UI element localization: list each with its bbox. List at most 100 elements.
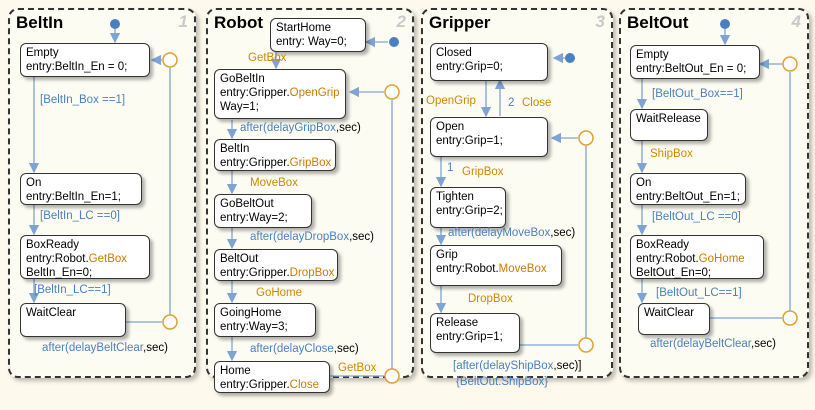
state-name: Open xyxy=(436,121,465,133)
state-name: WaitClear xyxy=(26,307,77,319)
state-name: BeltIn xyxy=(220,143,250,155)
transition-after: after(delayDropBox,sec) xyxy=(250,231,374,243)
state-waitclear[interactable]: WaitClear xyxy=(20,303,126,337)
entry-value: 0; xyxy=(337,36,347,48)
panel-number: 3 xyxy=(595,12,605,31)
entry-value: 0; xyxy=(117,61,128,73)
transition-after: after(delayBeltClear,sec) xyxy=(42,342,168,354)
state-name: BoxReady xyxy=(636,239,690,251)
state-name: GoBeltIn xyxy=(220,73,265,85)
state-name: GoingHome xyxy=(220,307,282,319)
entry-action: entry:BeltOut_En = xyxy=(636,63,737,75)
entry-value: 0; xyxy=(493,61,503,73)
panel-title: BeltOut xyxy=(627,13,689,32)
state-name: Home xyxy=(220,365,251,377)
transition-event: GripBox xyxy=(462,166,504,178)
panel-title: Gripper xyxy=(429,13,491,32)
entry-action: entry:BeltIn_En = xyxy=(26,61,118,73)
entry-action: entry:Grip= xyxy=(436,331,494,343)
event-call: GoHome xyxy=(698,253,745,265)
transition-event: ShipBox xyxy=(650,148,693,160)
entry-action: entry:Grip= xyxy=(436,61,494,73)
state-name: WaitClear xyxy=(644,307,695,319)
entry-action: entry: Way= xyxy=(276,36,338,48)
state-goinghome[interactable]: GoingHome entry:Way=3; xyxy=(214,303,316,337)
entry-action: entry:Robot. xyxy=(436,263,499,275)
entry-action: entry:Gripper. xyxy=(220,87,290,99)
state-name: BeltOut xyxy=(220,253,259,265)
state-boxready[interactable]: BoxReady entry:Robot.GetBox BeltIn_En=0; xyxy=(20,235,150,279)
transition-condition: [BeltOut_LC==1] xyxy=(656,287,742,299)
transition-event: GetBox xyxy=(338,362,377,374)
entry-action: Way= xyxy=(220,101,250,113)
state-on[interactable]: On entry:BeltOut_En=1; xyxy=(630,173,746,205)
transition-after: [after(delayShipBox,sec)] xyxy=(453,360,582,372)
state-name: Empty xyxy=(636,49,669,61)
transition-after: after(delayBeltClear,sec) xyxy=(650,338,776,350)
state-release[interactable]: Release entry:Grip=1; xyxy=(430,313,520,353)
state-name: BoxReady xyxy=(26,239,80,251)
entry-action: entry:BeltOut_En= xyxy=(636,191,731,203)
entry-value: 1; xyxy=(493,135,503,147)
transition-priority: 1 xyxy=(447,162,454,174)
transition-event: GoHome xyxy=(256,287,303,299)
entry-action: entry:Robot. xyxy=(636,253,699,265)
entry-action: entry:Way= xyxy=(220,321,279,333)
entry-action: entry:Grip= xyxy=(436,135,494,147)
transition-after: after(delayClose,sec) xyxy=(250,343,359,355)
state-open[interactable]: Open entry:Grip=1; xyxy=(430,117,548,157)
state-name: Release xyxy=(436,317,479,329)
state-name: Grip xyxy=(436,249,458,261)
entry-action: entry:Gripper. xyxy=(220,267,290,279)
state-starthome[interactable]: StartHome entry: Way=0; xyxy=(270,18,366,52)
state-empty[interactable]: Empty entry:BeltIn_En = 0; xyxy=(20,43,150,77)
transition-event: Close xyxy=(522,97,552,109)
state-gobeltin[interactable]: GoBeltIn entry:Gripper.OpenGrip Way=1; xyxy=(214,69,346,119)
state-name: Tighten xyxy=(436,191,474,203)
state-empty[interactable]: Empty entry:BeltOut_En = 0; xyxy=(630,45,760,79)
transition-condition: [BeltIn_LC==1] xyxy=(34,284,111,296)
entry-value: 1; xyxy=(249,101,259,113)
transition-condition: [BeltOut_LC ==0] xyxy=(652,211,741,223)
state-tighten[interactable]: Tighten entry:Grip=2; xyxy=(430,187,506,228)
state-name: StartHome xyxy=(276,22,331,34)
entry-value: 2; xyxy=(493,205,503,217)
state-name: On xyxy=(26,177,42,189)
entry-value: 1; xyxy=(493,331,503,343)
state-waitrelease[interactable]: WaitRelease xyxy=(630,109,708,141)
transition-after: after(delayGripBox,sec) xyxy=(240,122,361,134)
event-call: MoveBox xyxy=(498,263,547,275)
entry-action: BeltIn_En= xyxy=(26,267,83,279)
state-beltin[interactable]: BeltIn entry:Gripper.GripBox xyxy=(214,139,336,171)
state-closed[interactable]: Closed entry:Grip=0; xyxy=(430,43,548,81)
entry-value: 1; xyxy=(730,191,740,203)
transition-priority: 2 xyxy=(508,97,515,109)
entry-value: 1; xyxy=(111,191,121,203)
event-call: Close xyxy=(289,379,320,391)
state-grip[interactable]: Grip entry:Robot.MoveBox xyxy=(430,245,562,286)
state-name: WaitRelease xyxy=(636,113,701,125)
entry-action: entry:Grip= xyxy=(436,205,494,217)
entry-value: 0; xyxy=(736,63,747,75)
state-gobeltout[interactable]: GoBeltOut entry:Way=2; xyxy=(214,194,312,228)
entry-action: entry:Way= xyxy=(220,212,279,224)
transition-condition: [BeltOut_Box==1] xyxy=(652,88,743,100)
state-on[interactable]: On entry:BeltIn_En=1; xyxy=(20,173,142,205)
state-name: On xyxy=(636,177,652,189)
entry-value: 2; xyxy=(278,212,288,224)
entry-action: entry:BeltIn_En= xyxy=(26,191,112,203)
panel-title: BeltIn xyxy=(16,13,64,32)
transition-event: OpenGrip xyxy=(426,95,476,107)
entry-value: 3; xyxy=(278,321,288,333)
transition-event: DropBox xyxy=(468,293,513,305)
state-waitclear[interactable]: WaitClear xyxy=(638,303,710,335)
state-boxready[interactable]: BoxReady entry:Robot.GoHome BeltOut_En=0… xyxy=(630,235,764,279)
panel-number: 2 xyxy=(396,12,406,31)
state-name: Empty xyxy=(26,47,59,59)
entry-action: entry:Gripper. xyxy=(220,157,290,169)
state-beltout[interactable]: BeltOut entry:Gripper.DropBox xyxy=(214,249,338,281)
state-name: GoBeltOut xyxy=(220,198,274,210)
entry-action: BeltOut_En= xyxy=(636,267,702,279)
entry-action: entry:Gripper. xyxy=(220,379,290,391)
state-home[interactable]: Home entry:Gripper.Close xyxy=(214,361,330,393)
